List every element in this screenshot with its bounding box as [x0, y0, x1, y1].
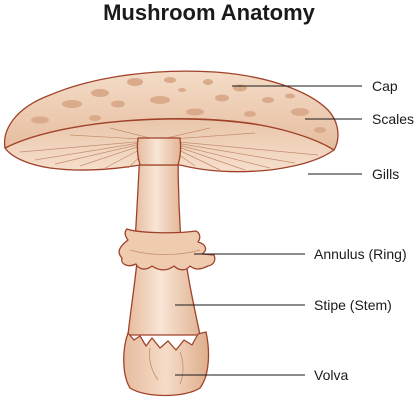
volva-illustration: [123, 331, 210, 397]
label-scales: Scales: [372, 111, 414, 127]
label-cap: Cap: [372, 78, 398, 94]
leader-lines: [175, 85, 362, 376]
label-stipe: Stipe (Stem): [314, 297, 392, 313]
label-annulus: Annulus (Ring): [314, 246, 407, 262]
label-volva: Volva: [314, 367, 348, 383]
stipe-illustration: [127, 149, 201, 336]
diagram-title: Mushroom Anatomy: [103, 0, 316, 25]
annulus-illustration: [118, 228, 216, 271]
gills-illustration: [4, 118, 335, 173]
label-gills: Gills: [372, 166, 399, 182]
cap-scales: [31, 77, 326, 133]
cap-illustration: [3, 70, 339, 151]
